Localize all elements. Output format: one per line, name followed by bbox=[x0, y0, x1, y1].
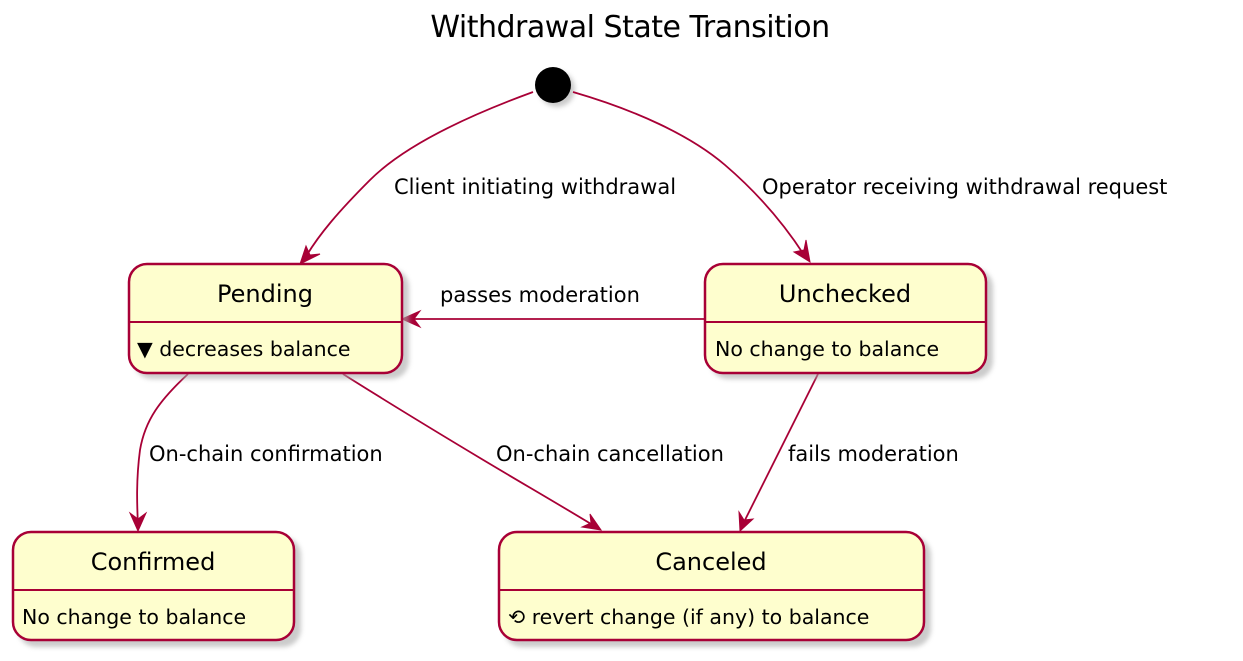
state-confirmed-description: No change to balance bbox=[22, 605, 246, 629]
edge-start-to-unchecked bbox=[572, 91, 807, 259]
state-unchecked-box bbox=[703, 262, 988, 375]
edge-pending-to-confirmed bbox=[136, 373, 189, 527]
state-canceled: Canceled ⟲ revert change (if any) to bal… bbox=[497, 530, 931, 647]
arrow-unchecked-to-pending bbox=[400, 309, 422, 329]
state-unchecked-description: No change to balance bbox=[715, 337, 939, 361]
diagram-title: Withdrawal State Transition bbox=[430, 10, 829, 45]
arrow-unchecked-to-canceled bbox=[738, 510, 755, 533]
edge-unchecked-to-canceled bbox=[741, 373, 819, 527]
edge-pending-to-canceled bbox=[342, 373, 597, 528]
arrow-pending-to-canceled bbox=[580, 513, 603, 531]
label-unchecked-to-canceled: fails moderation bbox=[788, 442, 959, 466]
state-unchecked-name: Unchecked bbox=[779, 280, 911, 308]
label-start-to-unchecked: Operator receiving withdrawal request bbox=[762, 175, 1167, 199]
state-confirmed-name: Confirmed bbox=[91, 548, 216, 576]
start-node bbox=[535, 67, 571, 103]
state-pending: Pending ▼ decreases balance bbox=[127, 262, 409, 379]
label-start-to-pending: Client initiating withdrawal bbox=[394, 175, 676, 199]
state-pending-name: Pending bbox=[217, 280, 313, 308]
state-canceled-box bbox=[497, 530, 926, 642]
state-pending-description: ▼ decreases balance bbox=[137, 337, 351, 361]
label-unchecked-to-pending: passes moderation bbox=[440, 283, 640, 307]
arrow-start-to-unchecked bbox=[792, 239, 811, 264]
state-canceled-description: ⟲ revert change (if any) to balance bbox=[508, 605, 869, 629]
state-confirmed-box bbox=[11, 530, 296, 642]
label-pending-to-confirmed: On-chain confirmation bbox=[149, 442, 383, 466]
edge-start-to-pending bbox=[303, 91, 534, 261]
state-pending-box bbox=[127, 262, 404, 375]
arrow-start-to-pending bbox=[299, 244, 321, 265]
state-canceled-name: Canceled bbox=[655, 548, 766, 576]
arrow-pending-to-confirmed bbox=[128, 511, 148, 533]
state-confirmed: Confirmed No change to balance bbox=[11, 530, 301, 647]
label-pending-to-canceled: On-chain cancellation bbox=[496, 442, 724, 466]
state-unchecked: Unchecked No change to balance bbox=[703, 262, 993, 379]
